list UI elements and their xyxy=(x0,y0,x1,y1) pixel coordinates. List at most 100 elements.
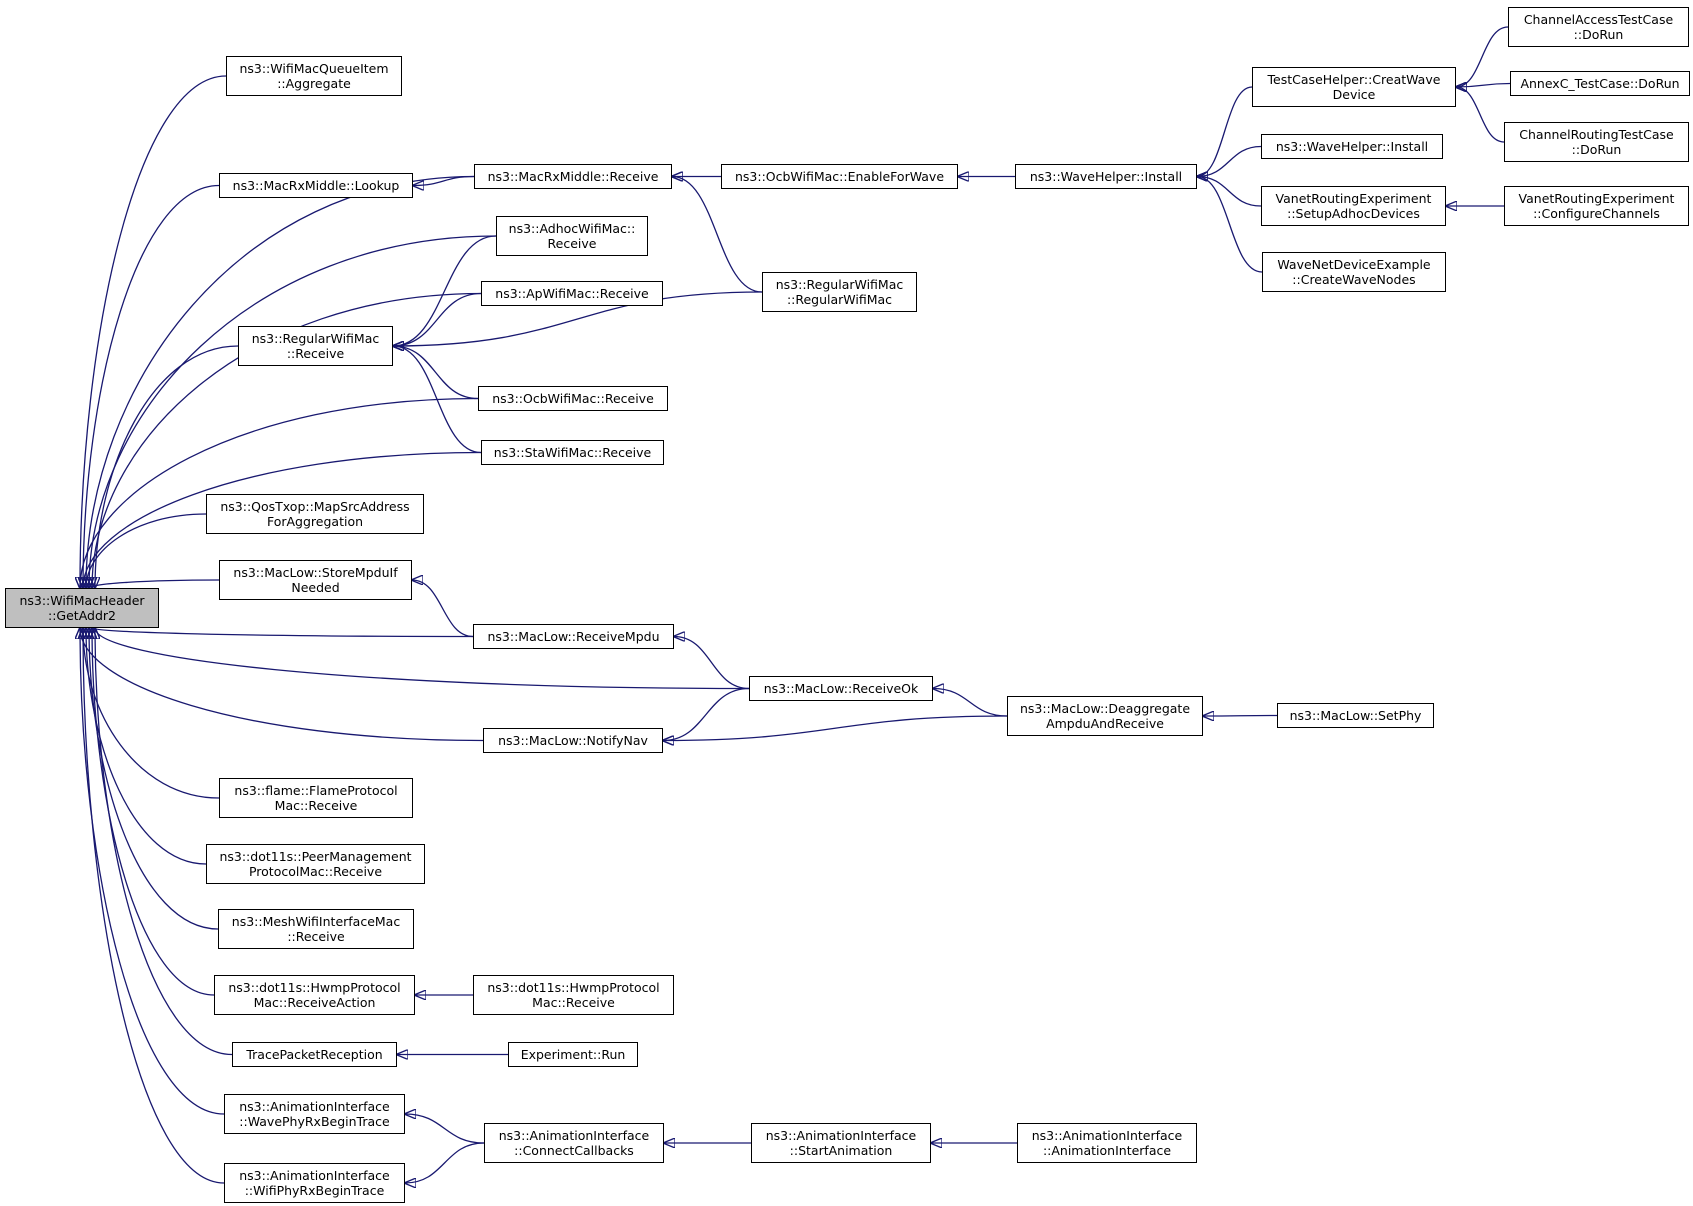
node-label-line: ns3::AdhocWifiMac:: xyxy=(508,221,636,236)
node-sta-receive[interactable]: ns3::StaWifiMac::Receive xyxy=(481,440,664,465)
node-tracepacketreception[interactable]: TracePacketReception xyxy=(232,1042,397,1067)
node-label-line: ns3::OcbWifiMac::EnableForWave xyxy=(734,169,945,184)
node-ap-receive[interactable]: ns3::ApWifiMac::Receive xyxy=(481,281,663,306)
node-label-line: ns3::ApWifiMac::Receive xyxy=(495,286,649,301)
node-label-line: Receive xyxy=(547,236,597,251)
node-label-line: VanetRoutingExperiment xyxy=(1275,191,1432,206)
node-label-line: ns3::StaWifiMac::Receive xyxy=(493,445,652,460)
node-anim-startanimation[interactable]: ns3::AnimationInterface::StartAnimation xyxy=(751,1123,931,1163)
edge-wavenetdevice-createwavenodes-to-wavehelper-install xyxy=(1197,177,1263,273)
edge-maclow-receiveok-to-maclow-receivempdu xyxy=(674,637,750,690)
edge-queueitem-aggregate-to-root xyxy=(80,75,227,588)
edge-maclow-storempdu-to-root xyxy=(89,580,220,588)
node-channelrouting-dorun[interactable]: ChannelRoutingTestCase::DoRun xyxy=(1504,122,1689,162)
node-queueitem-aggregate[interactable]: ns3::WifiMacQueueItem::Aggregate xyxy=(226,56,402,96)
node-label-line: ns3::AnimationInterface xyxy=(498,1128,650,1143)
node-vanet-configurechannels[interactable]: VanetRoutingExperiment::ConfigureChannel… xyxy=(1504,186,1689,226)
node-label-line: ::RegularWifiMac xyxy=(786,292,893,307)
edge-regular-regularwifimac-to-regular-receive xyxy=(393,291,763,346)
node-regular-regularwifimac[interactable]: ns3::RegularWifiMac::RegularWifiMac xyxy=(762,272,917,312)
node-label-line: ::Receive xyxy=(287,929,345,944)
edge-adhoc-receive-to-root xyxy=(89,235,497,588)
node-wavenetdevice-createwavenodes[interactable]: WaveNetDeviceExample::CreateWaveNodes xyxy=(1262,252,1446,292)
node-ocb-enableforwave[interactable]: ns3::OcbWifiMac::EnableForWave xyxy=(721,164,958,189)
node-label-line: Experiment::Run xyxy=(520,1047,626,1062)
edge-macrxmiddle-receive-to-macrxmiddle-lookup xyxy=(413,175,475,186)
node-maclow-receiveok[interactable]: ns3::MacLow::ReceiveOk xyxy=(749,676,933,701)
node-macrxmiddle-lookup[interactable]: ns3::MacRxMiddle::Lookup xyxy=(219,173,413,198)
edge-regular-regularwifimac-to-macrxmiddle-receive xyxy=(672,177,763,293)
node-wavehelper-install2[interactable]: ns3::WaveHelper::Install xyxy=(1261,134,1443,159)
edge-anim-wifiphyrx-to-root xyxy=(83,628,225,1184)
node-label-line: ::GetAddr2 xyxy=(48,608,116,623)
node-label-line: ns3::MacLow::ReceiveOk xyxy=(763,681,919,696)
edge-maclow-receivempdu-to-root xyxy=(92,628,474,637)
node-ocb-receive[interactable]: ns3::OcbWifiMac::Receive xyxy=(478,386,668,411)
node-label-line: ChannelRoutingTestCase xyxy=(1519,127,1674,142)
node-label-line: ns3::WaveHelper::Install xyxy=(1029,169,1183,184)
edge-ocb-receive-to-regular-receive xyxy=(393,346,479,400)
node-label-line: ns3::AnimationInterface xyxy=(239,1099,390,1114)
node-annexc-dorun[interactable]: AnnexC_TestCase::DoRun xyxy=(1510,71,1690,96)
edge-channelrouting-dorun-to-testcasehelper-creatwave xyxy=(1456,87,1505,143)
node-label-line: ns3::AnimationInterface xyxy=(1031,1128,1183,1143)
edge-maclow-receiveok-to-maclow-notifynav xyxy=(663,687,750,741)
node-label-line: VanetRoutingExperiment xyxy=(1518,191,1675,206)
node-anim-connectcallbacks[interactable]: ns3::AnimationInterface::ConnectCallback… xyxy=(484,1123,664,1163)
node-label-line: ::ConfigureChannels xyxy=(1533,206,1660,221)
node-vanet-setupadhoc[interactable]: VanetRoutingExperiment::SetupAdhocDevice… xyxy=(1261,186,1446,226)
edge-vanet-setupadhoc-to-wavehelper-install xyxy=(1197,177,1262,207)
node-adhoc-receive[interactable]: ns3::AdhocWifiMac::Receive xyxy=(496,216,648,256)
node-label-line: WaveNetDeviceExample xyxy=(1277,257,1431,272)
edge-anim-wavephyrx-to-root xyxy=(80,628,225,1115)
node-maclow-notifynav[interactable]: ns3::MacLow::NotifyNav xyxy=(483,728,663,753)
node-label-line: ns3::WaveHelper::Install xyxy=(1275,139,1429,154)
node-label-line: ::StartAnimation xyxy=(789,1143,893,1158)
node-macrxmiddle-receive[interactable]: ns3::MacRxMiddle::Receive xyxy=(474,164,672,189)
edge-maclow-deaggregate-to-maclow-receiveok xyxy=(933,689,1008,717)
node-label-line: ns3::dot11s::HwmpProtocol xyxy=(487,980,660,995)
node-label-line: ns3::MacLow::SetPhy xyxy=(1289,708,1422,723)
edge-meshwifi-receive-to-root xyxy=(89,628,219,930)
edge-maclow-receivempdu-to-maclow-storempdu xyxy=(412,580,474,638)
node-label-line: ::AnimationInterface xyxy=(1042,1143,1172,1158)
edge-ocb-receive-to-root xyxy=(80,397,479,589)
node-meshwifi-receive[interactable]: ns3::MeshWifiInterfaceMac::Receive xyxy=(218,909,414,949)
edge-anim-connectcallbacks-to-anim-wifiphyrx xyxy=(405,1142,485,1183)
node-root[interactable]: ns3::WifiMacHeader::GetAddr2 xyxy=(5,588,159,628)
node-label-line: TracePacketReception xyxy=(246,1047,383,1062)
edge-maclow-receiveok-to-root xyxy=(95,628,750,690)
node-label-line: TestCaseHelper::CreatWave xyxy=(1267,72,1441,87)
edge-maclow-deaggregate-to-maclow-notifynav xyxy=(663,715,1008,741)
node-anim-wifiphyrx[interactable]: ns3::AnimationInterface::WifiPhyRxBeginT… xyxy=(224,1163,405,1203)
node-label-line: ::WavePhyRxBeginTrace xyxy=(239,1114,390,1129)
edge-sta-receive-to-regular-receive xyxy=(393,346,482,454)
edge-testcasehelper-creatwave-to-wavehelper-install xyxy=(1197,86,1253,177)
node-regular-receive[interactable]: ns3::RegularWifiMac::Receive xyxy=(238,326,393,366)
node-label-line: ns3::MacLow::StoreMpduIf xyxy=(233,565,398,580)
node-wavehelper-install[interactable]: ns3::WaveHelper::Install xyxy=(1015,164,1197,189)
node-maclow-receivempdu[interactable]: ns3::MacLow::ReceiveMpdu xyxy=(473,624,674,649)
node-anim-wavephyrx[interactable]: ns3::AnimationInterface::WavePhyRxBeginT… xyxy=(224,1094,405,1134)
node-label-line: ::CreateWaveNodes xyxy=(1292,272,1416,287)
node-anim-animationinterface[interactable]: ns3::AnimationInterface::AnimationInterf… xyxy=(1017,1123,1197,1163)
node-label-line: ns3::MacLow::ReceiveMpdu xyxy=(487,629,660,644)
node-label-line: Mac::Receive xyxy=(274,798,358,813)
edge-tracepacketreception-to-root xyxy=(95,628,233,1056)
node-channelaccess-dorun[interactable]: ChannelAccessTestCase::DoRun xyxy=(1508,7,1689,47)
edge-hwmp-receiveaction-to-root xyxy=(92,628,215,996)
node-label-line: ::DoRun xyxy=(1571,142,1622,157)
node-experiment-run[interactable]: Experiment::Run xyxy=(508,1042,638,1067)
node-label-line: ns3::MacLow::NotifyNav xyxy=(498,733,648,748)
node-maclow-setphy[interactable]: ns3::MacLow::SetPhy xyxy=(1277,703,1434,728)
edge-maclow-setphy-to-maclow-deaggregate xyxy=(1203,716,1278,717)
